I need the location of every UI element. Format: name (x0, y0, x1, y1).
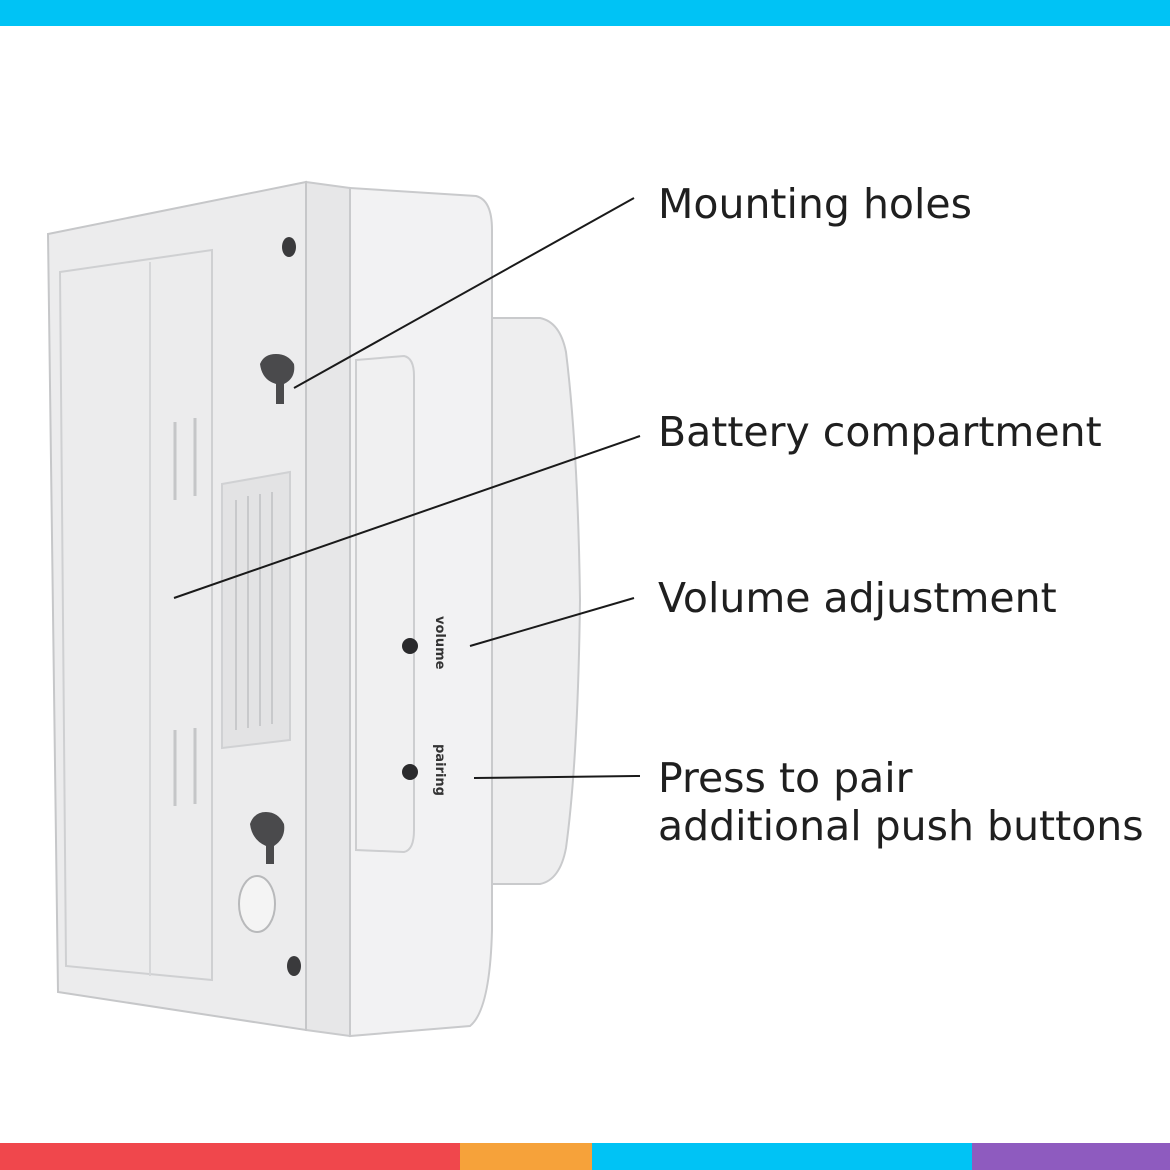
device-front-face (305, 180, 351, 1038)
callout-mounting-holes: Mounting holes (658, 180, 972, 228)
callout-volume-adjustment: Volume adjustment (658, 574, 1057, 622)
leader-line-pairing (473, 775, 641, 779)
mounting-hole-bottom (287, 956, 301, 976)
bottom-accent-bar (0, 1143, 1170, 1170)
leader-line-mounting (293, 197, 635, 389)
volume-label: volume (432, 616, 447, 670)
device-back-face (46, 180, 307, 1032)
top-accent-bar (0, 0, 1170, 26)
qc-pass-sticker (238, 875, 276, 933)
battery-cover-edge (355, 354, 415, 854)
bottom-segment-blue (592, 1143, 972, 1170)
pairing-button[interactable] (402, 764, 418, 780)
bottom-segment-orange (460, 1143, 592, 1170)
volume-button[interactable] (402, 638, 418, 654)
leader-line-volume (469, 597, 635, 647)
rating-label-sticker (221, 470, 291, 750)
bottom-segment-red (0, 1143, 460, 1170)
callout-pairing-line2: additional push buttons (658, 802, 1144, 850)
mounting-keyhole-lower (250, 812, 285, 864)
callout-pairing-line1: Press to pair (658, 754, 913, 802)
bottom-segment-purple (972, 1143, 1170, 1170)
back-panel-recess (58, 248, 213, 982)
mounting-keyhole-upper (260, 354, 295, 404)
leader-line-battery (173, 435, 641, 599)
pairing-label: pairing (432, 744, 447, 796)
battery-compartment-plate (489, 317, 582, 885)
callout-battery-compartment: Battery compartment (658, 408, 1102, 456)
mounting-hole-top (282, 237, 296, 257)
vent-slots (173, 418, 197, 806)
